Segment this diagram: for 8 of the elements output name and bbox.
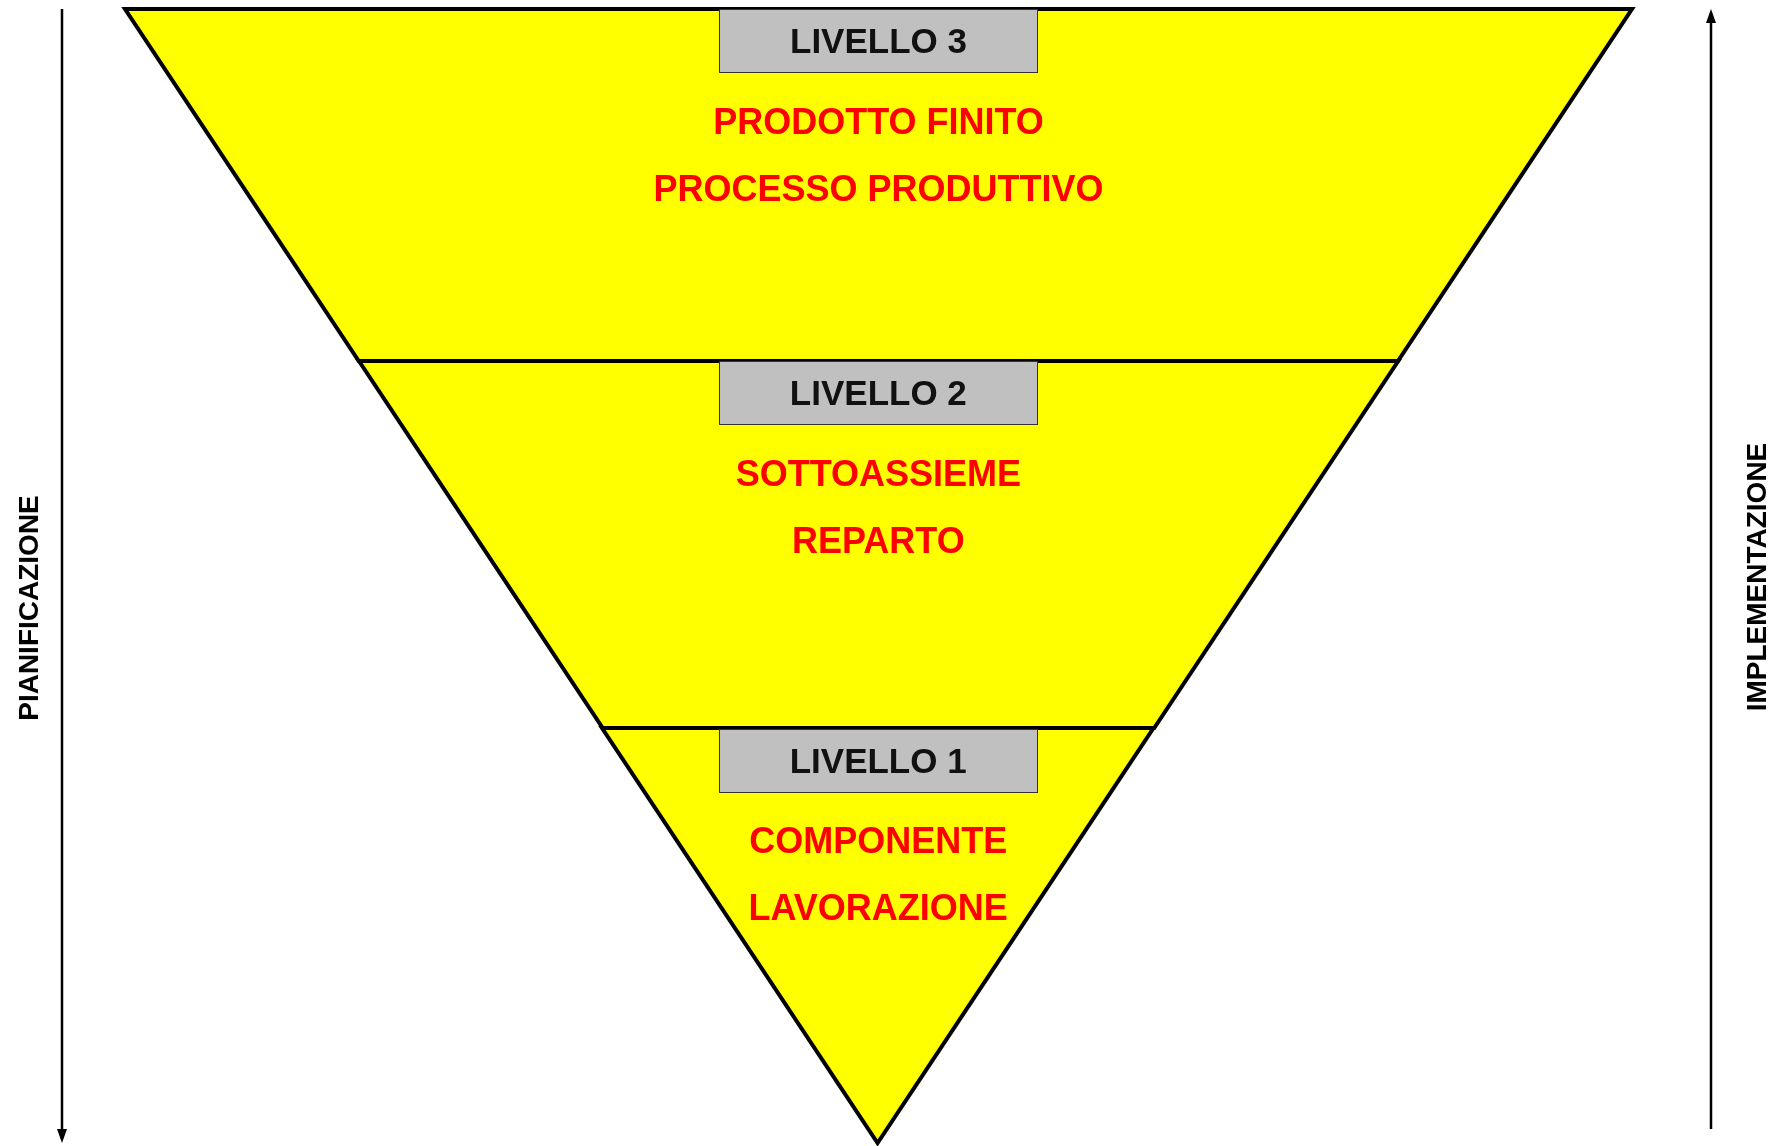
level-item-text: PROCESSO PRODUTTIVO xyxy=(653,169,1104,209)
level-item-text: LAVORAZIONE xyxy=(748,888,1008,928)
level-label: LIVELLO 3 xyxy=(719,9,1038,73)
axis-label: PIANIFICAZIONE xyxy=(14,495,44,721)
level-item-text: PRODOTTO FINITO xyxy=(713,102,1044,142)
level-label: LIVELLO 1 xyxy=(718,729,1038,793)
axis-label: IMPLEMENTAZIONE xyxy=(1742,442,1772,712)
level-item-text: COMPONENTE xyxy=(749,821,1008,861)
